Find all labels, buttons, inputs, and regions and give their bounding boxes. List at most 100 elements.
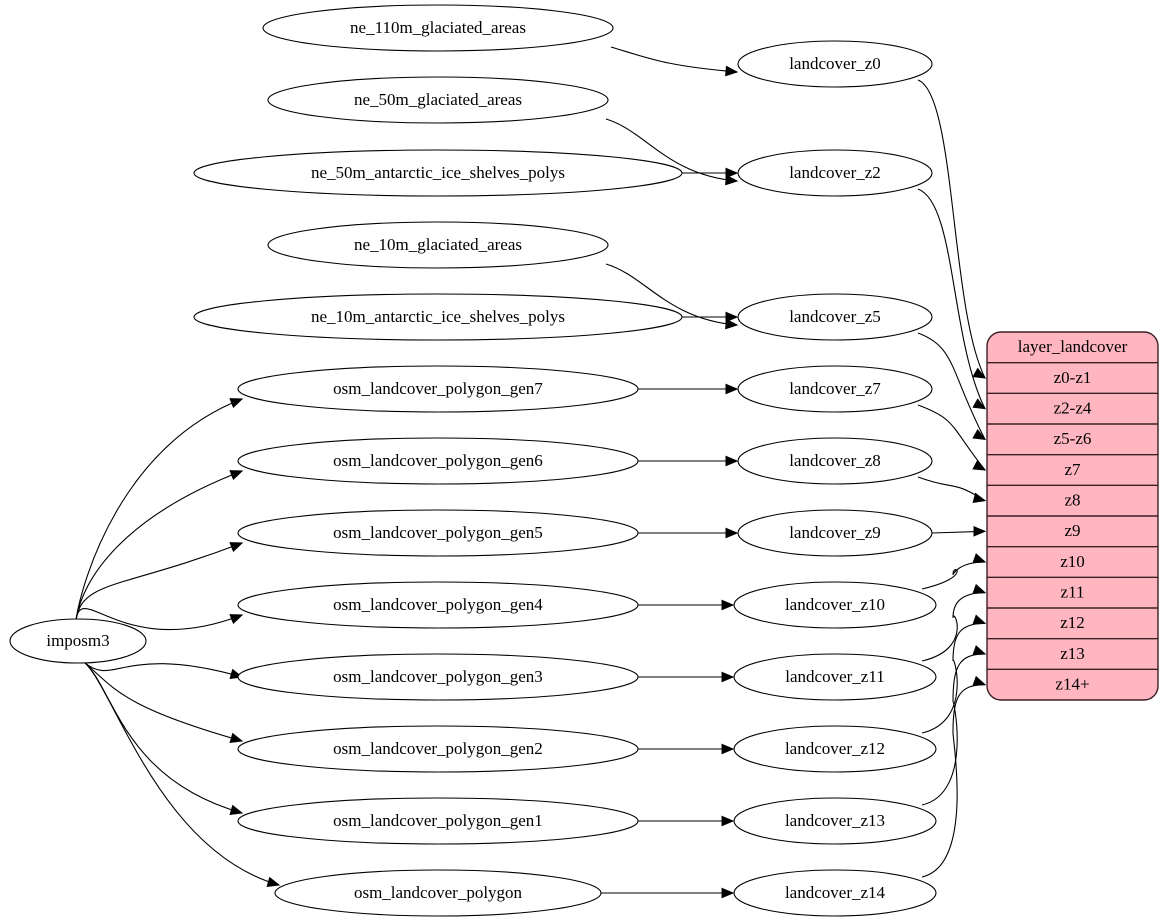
- node-label: osm_landcover_polygon_gen6: [333, 451, 543, 470]
- table-row-label-z5-z6: z5-z6: [1054, 429, 1092, 448]
- edge-arrowhead: [229, 542, 244, 553]
- table-row-label-z8: z8: [1064, 491, 1080, 510]
- node-shape: [237, 437, 639, 485]
- node-osm_landcover_polygon_gen5[interactable]: osm_landcover_polygon_gen5: [237, 509, 639, 557]
- node-landcover_z7[interactable]: landcover_z7: [737, 365, 933, 413]
- node-landcover_z10[interactable]: landcover_z10: [733, 581, 937, 629]
- node-label: osm_landcover_polygon_gen5: [333, 523, 543, 542]
- node-landcover_z14[interactable]: landcover_z14: [733, 869, 937, 917]
- node-shape: [733, 797, 937, 845]
- edge-imposm3-to-osm_landcover_polygon_gen3: [83, 661, 243, 678]
- edge-imposm3-to-osm_landcover_polygon_gen2: [83, 661, 243, 742]
- edge-arrowhead: [972, 645, 987, 656]
- node-ne_10m_glaciated_areas[interactable]: ne_10m_glaciated_areas: [267, 221, 609, 269]
- node-osm_landcover_polygon_gen3[interactable]: osm_landcover_polygon_gen3: [237, 653, 639, 701]
- layer-landcover-table[interactable]: layer_landcoverz0-z1z2-z4z5-z6z7z8z9z10z…: [986, 331, 1159, 701]
- edge-arrowhead: [229, 614, 244, 625]
- edge-arrowhead: [725, 311, 739, 323]
- node-label: landcover_z8: [789, 451, 881, 470]
- edge-arrowhead: [725, 455, 739, 467]
- node-label: osm_landcover_polygon: [354, 883, 523, 902]
- node-shape: [267, 221, 609, 269]
- edge-arrowhead: [229, 732, 244, 744]
- table-row-label-z0-z1: z0-z1: [1054, 368, 1092, 387]
- node-landcover_z9[interactable]: landcover_z9: [737, 509, 933, 557]
- edge-arrowhead: [721, 599, 735, 611]
- node-label: landcover_z2: [789, 163, 881, 182]
- node-shape: [237, 725, 639, 773]
- edge-arrowhead: [725, 174, 739, 186]
- edge-landcover_z5-to-table-row-2: [917, 332, 986, 440]
- edge-arrowhead: [229, 398, 244, 409]
- node-shape: [733, 869, 937, 917]
- table-row-label-z13: z13: [1060, 644, 1085, 663]
- node-landcover_z11[interactable]: landcover_z11: [733, 653, 937, 701]
- edge-arrowhead: [972, 553, 987, 564]
- node-shape: [737, 437, 933, 485]
- node-osm_landcover_polygon_gen1[interactable]: osm_landcover_polygon_gen1: [237, 797, 639, 845]
- node-label: landcover_z9: [789, 523, 881, 542]
- node-shape: [237, 797, 639, 845]
- node-landcover_z13[interactable]: landcover_z13: [733, 797, 937, 845]
- edge-imposm3-to-osm_landcover_polygon_gen1: [83, 661, 243, 814]
- node-label: landcover_z11: [785, 667, 884, 686]
- node-landcover_z12[interactable]: landcover_z12: [733, 725, 937, 773]
- node-shape: [237, 365, 639, 413]
- node-label: landcover_z13: [785, 811, 885, 830]
- edge-landcover_z13-to-table-row-9: [921, 653, 986, 806]
- edge-arrowhead: [721, 815, 735, 827]
- node-shape: [237, 653, 639, 701]
- edge-arrowhead: [721, 743, 735, 755]
- node-ne_50m_antarctic_ice_shelves_polys[interactable]: ne_50m_antarctic_ice_shelves_polys: [193, 149, 683, 197]
- node-shape: [9, 618, 147, 664]
- edge-arrowhead: [725, 65, 739, 77]
- node-label: landcover_z7: [789, 379, 881, 398]
- edge-arrowhead: [725, 383, 739, 395]
- node-shape: [274, 869, 602, 917]
- node-shape: [737, 293, 933, 341]
- node-landcover_z5[interactable]: landcover_z5: [737, 293, 933, 341]
- table-row-label-z7: z7: [1064, 460, 1081, 479]
- node-ne_10m_antarctic_ice_shelves_polys[interactable]: ne_10m_antarctic_ice_shelves_polys: [193, 293, 683, 341]
- edge-ne_110m_glaciated_areas-to-landcover_z0: [610, 46, 738, 73]
- node-osm_landcover_polygon_gen7[interactable]: osm_landcover_polygon_gen7: [237, 365, 639, 413]
- node-shape: [737, 509, 933, 557]
- node-shape: [237, 509, 639, 557]
- node-osm_landcover_polygon_gen6[interactable]: osm_landcover_polygon_gen6: [237, 437, 639, 485]
- edge-imposm3-to-osm_landcover_polygon_gen7: [75, 398, 243, 621]
- edge-arrowhead: [972, 492, 987, 503]
- node-label: ne_110m_glaciated_areas: [350, 18, 526, 37]
- edge-ne_50m_glaciated_areas-to-landcover_z2: [605, 118, 738, 182]
- node-label: landcover_z14: [785, 883, 886, 902]
- node-shape: [262, 4, 614, 52]
- node-landcover_z2[interactable]: landcover_z2: [737, 149, 933, 197]
- table-row-label-z9: z9: [1064, 521, 1080, 540]
- edge-arrowhead: [229, 470, 244, 481]
- node-landcover_z8[interactable]: landcover_z8: [737, 437, 933, 485]
- edge-landcover_z10-to-table-row-6: [921, 561, 986, 590]
- node-osm_landcover_polygon_gen2[interactable]: osm_landcover_polygon_gen2: [237, 725, 639, 773]
- node-label: osm_landcover_polygon_gen3: [333, 667, 543, 686]
- node-landcover_z0[interactable]: landcover_z0: [737, 40, 933, 88]
- edge-landcover_z12-to-table-row-8: [921, 622, 986, 734]
- node-shape: [267, 76, 609, 124]
- node-label: ne_50m_antarctic_ice_shelves_polys: [311, 163, 565, 182]
- node-ne_110m_glaciated_areas[interactable]: ne_110m_glaciated_areas: [262, 4, 614, 52]
- node-label: landcover_z12: [785, 739, 885, 758]
- edge-landcover_z11-to-table-row-7: [921, 592, 986, 662]
- table-row-label-z11: z11: [1061, 583, 1085, 602]
- node-label: ne_10m_glaciated_areas: [354, 235, 522, 254]
- node-label: osm_landcover_polygon_gen1: [333, 811, 543, 830]
- node-osm_landcover_polygon_gen4[interactable]: osm_landcover_polygon_gen4: [237, 581, 639, 629]
- node-imposm3[interactable]: imposm3: [9, 618, 147, 664]
- edge-arrowhead: [973, 525, 987, 537]
- table-header-label: layer_landcover: [1018, 337, 1128, 356]
- table-row-label-z2-z4: z2-z4: [1054, 399, 1092, 418]
- node-shape: [737, 40, 933, 88]
- edge-arrowhead: [972, 583, 987, 594]
- nodes-layer: imposm3 ne_110m_glaciated_areas ne_50m_gla…: [9, 4, 937, 917]
- edge-arrowhead: [725, 167, 739, 179]
- node-osm_landcover_polygon[interactable]: osm_landcover_polygon: [274, 869, 602, 917]
- node-ne_50m_glaciated_areas[interactable]: ne_50m_glaciated_areas: [267, 76, 609, 124]
- edge-arrowhead: [972, 367, 987, 379]
